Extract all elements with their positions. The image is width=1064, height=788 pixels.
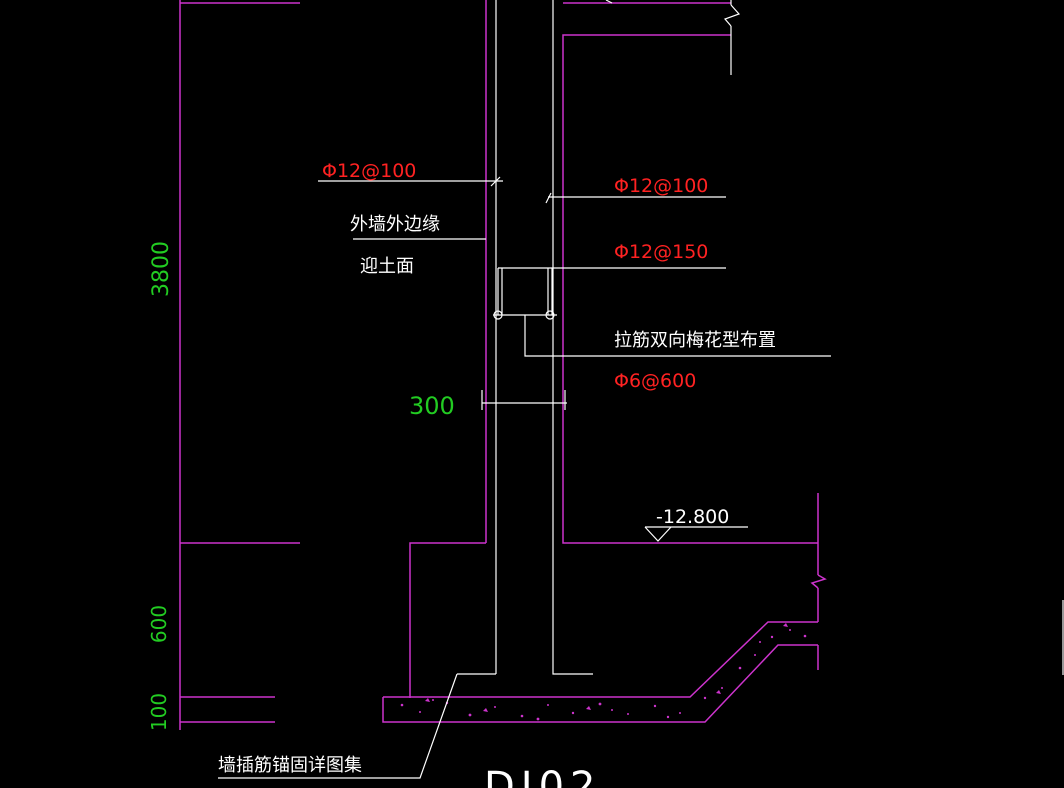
note-soil-face: 迎土面 [360,256,414,277]
note-outer-edge: 外墙外边缘 [350,214,440,235]
structure-outline [179,0,827,730]
elevation-label: -12.800 [656,506,729,528]
dim-300: 300 [409,392,455,420]
dim-100: 100 [147,693,171,731]
rebar-inner-vertical: Φ12@100 [614,175,708,197]
note-anchorage: 墙插筋锚固详图集 [218,755,362,776]
rebar-inner-horizontal: Φ12@150 [614,241,708,263]
rebar-tie: Φ6@600 [614,370,696,392]
note-tie-layout: 拉筋双向梅花型布置 [614,330,776,351]
dim-3800: 3800 [149,241,174,297]
rebar-outer-vertical: Φ12@100 [322,160,416,182]
dim-600: 600 [147,605,171,643]
concrete-hatch [400,623,807,721]
bottom-partial-label: DJ02 [484,764,602,788]
rebar-lines [218,0,1064,779]
